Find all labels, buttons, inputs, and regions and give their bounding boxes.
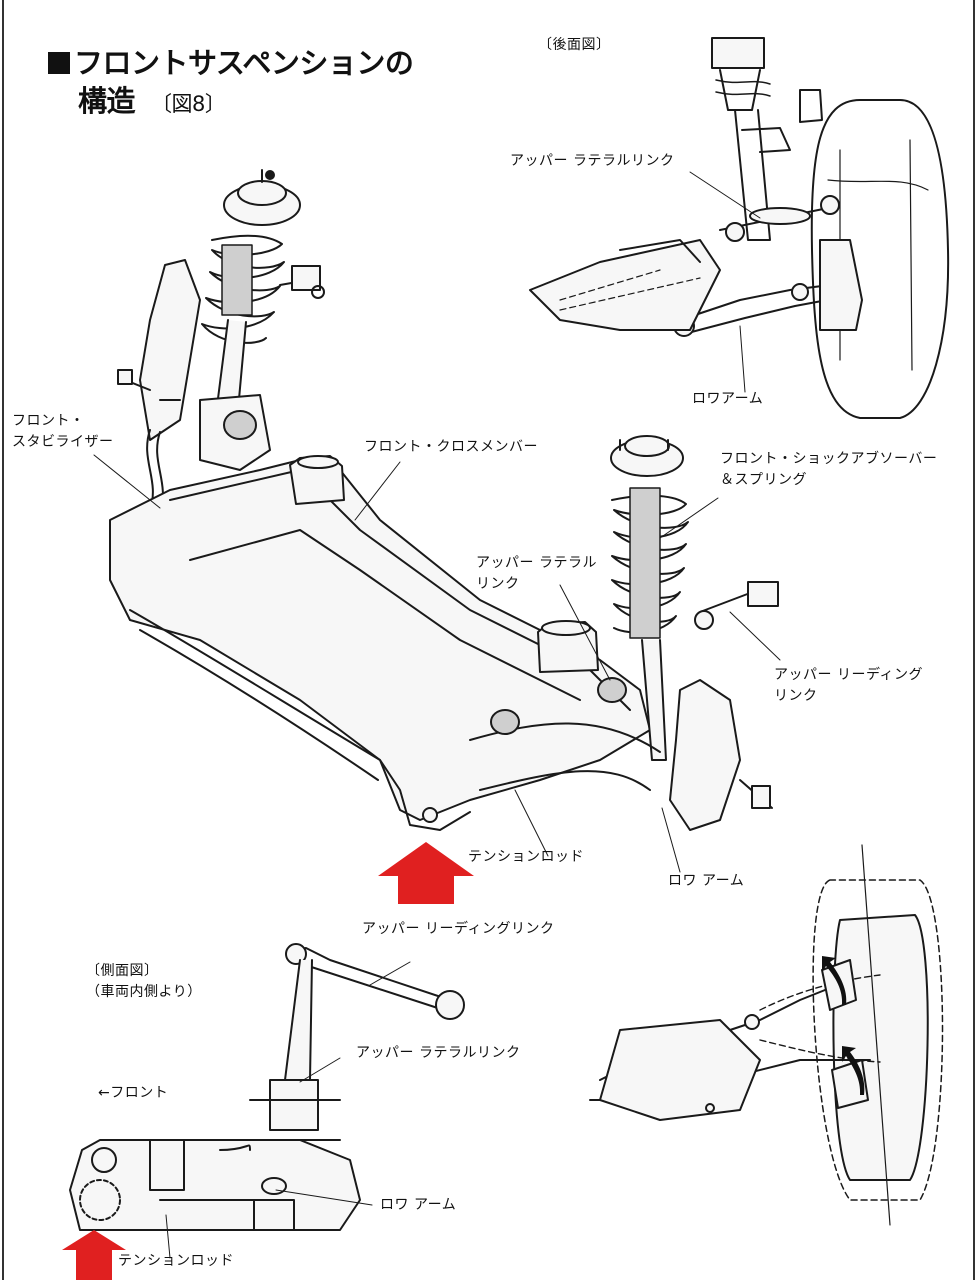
main-view-drawing [109, 169, 779, 831]
rear-view-drawing [529, 37, 950, 419]
page-border-right [973, 0, 975, 1280]
label-rear-lower-arm: ロワアーム [692, 391, 764, 407]
label-front-stabilizer-2: スタビライザー [12, 434, 114, 450]
label-upper-lateral-link-2: リンク [476, 576, 520, 592]
label-front-crossmember: フロント・クロスメンバー [364, 439, 538, 455]
figure-reference: 〔図8〕 [151, 92, 226, 116]
title-line-2: 構造 [78, 84, 136, 118]
label-tension-rod: テンションロッド [468, 849, 584, 865]
rear-view-caption: 〔後面図〕 [538, 37, 611, 53]
label-front-stabilizer-1: フロント・ [12, 413, 85, 429]
title-line-1: フロントサスペンションの [74, 46, 414, 80]
side-view-caption-2: （車両内側より） [86, 984, 202, 1000]
page-border-left [2, 0, 4, 1280]
label-lower-arm: ロワ アーム [668, 873, 745, 889]
label-side-tension-rod: テンションロッド [118, 1253, 234, 1269]
label-upper-leading-link-1: アッパー リーディング [774, 667, 923, 683]
label-shock-absorber-2: ＆スプリング [720, 472, 807, 488]
leader-lines [93, 171, 781, 1259]
label-side-upper-leading-link: アッパー リーディングリンク [362, 921, 555, 937]
label-shock-absorber-1: フロント・ショックアブソーバー [720, 451, 938, 467]
label-front-direction: ←フロント [98, 1085, 169, 1101]
label-side-lower-arm: ロワ アーム [380, 1197, 457, 1213]
bottom-right-drawing [589, 844, 944, 1226]
page-title: フロントサスペンションの 構造〔図8〕 [48, 44, 414, 123]
red-arrow-main [378, 842, 474, 904]
label-side-upper-lateral-link: アッパー ラテラルリンク [356, 1045, 521, 1061]
label-rear-upper-lateral-link: アッパー ラテラルリンク [510, 153, 675, 169]
red-arrow-side [62, 1230, 126, 1280]
label-upper-leading-link-2: リンク [774, 688, 818, 704]
label-upper-lateral-link-1: アッパー ラテラル [476, 555, 597, 571]
side-view-caption-1: 〔側面図〕 [86, 963, 159, 979]
square-bullet-icon [48, 52, 70, 74]
side-view-drawing [69, 943, 465, 1231]
motion-arrows [822, 956, 865, 1095]
